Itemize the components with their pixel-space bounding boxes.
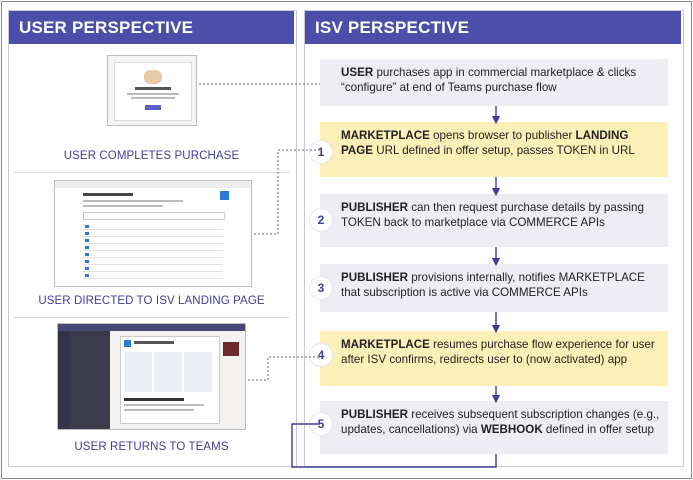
step-text-run: receives subsequent subscription changes… bbox=[341, 408, 660, 436]
step-number-1: 1 bbox=[310, 141, 332, 163]
step-text-run: provisions internally, notifies MARKETPL… bbox=[341, 271, 645, 299]
step-3: PUBLISHER provisions internally, notifie… bbox=[320, 264, 668, 312]
dotted-connector-landing bbox=[254, 149, 320, 235]
step-2: PUBLISHER can then request purchase deta… bbox=[320, 194, 668, 247]
step-text: PUBLISHER can then request purchase deta… bbox=[341, 200, 660, 230]
step-number-3: 3 bbox=[310, 277, 332, 299]
step-text-run: defined in offer setup bbox=[542, 423, 654, 436]
step-text: USER purchases app in commercial marketp… bbox=[341, 65, 660, 95]
step-number-2: 2 bbox=[310, 209, 332, 231]
dotted-connector-teams bbox=[248, 356, 320, 381]
step-text-bold: USER bbox=[341, 66, 374, 79]
user-perspective-header: USER PERSPECTIVE bbox=[9, 11, 294, 44]
step-5: PUBLISHER receives subsequent subscripti… bbox=[320, 401, 668, 454]
caption-user-returns-to-teams: USER RETURNS TO TEAMS bbox=[74, 441, 229, 453]
step-text-bold: MARKETPLACE bbox=[341, 129, 430, 142]
step-text-run: can then request purchase details by pas… bbox=[341, 201, 644, 229]
step-text-bold: PUBLISHER bbox=[341, 201, 408, 214]
step-1: MARKETPLACE opens browser to publisher L… bbox=[320, 122, 668, 177]
step-text-run: opens browser to publisher bbox=[429, 129, 576, 142]
step-number-4: 4 bbox=[310, 344, 332, 366]
step-text-run: purchases app in commercial marketplace … bbox=[341, 66, 637, 94]
step-text-run: URL defined in offer setup, passes TOKEN… bbox=[373, 144, 635, 157]
webhook-loop-line bbox=[291, 423, 497, 468]
step-text-bold: PUBLISHER bbox=[341, 271, 408, 284]
step-text-bold: LANDING PAGE bbox=[341, 129, 629, 157]
left-divider-1 bbox=[14, 172, 289, 173]
step-number-5: 5 bbox=[310, 413, 332, 435]
step-text: MARKETPLACE resumes purchase flow experi… bbox=[341, 337, 660, 367]
left-divider-2 bbox=[14, 317, 289, 318]
landing-page-screenshot bbox=[54, 180, 252, 287]
step-text-bold: MARKETPLACE bbox=[341, 338, 430, 351]
isv-perspective-header: ISV PERSPECTIVE bbox=[305, 11, 681, 44]
caption-user-completes-purchase: USER COMPLETES PURCHASE bbox=[63, 150, 240, 162]
purchase-screenshot bbox=[107, 55, 197, 126]
step-text: MARKETPLACE opens browser to publisher L… bbox=[341, 128, 660, 158]
step-text-bold: WEBHOOK bbox=[480, 423, 543, 436]
step-4: MARKETPLACE resumes purchase flow experi… bbox=[320, 331, 668, 386]
caption-user-directed-landing-page: USER DIRECTED TO ISV LANDING PAGE bbox=[38, 295, 265, 307]
step-text: PUBLISHER provisions internally, notifie… bbox=[341, 270, 660, 300]
teams-screenshot bbox=[57, 323, 246, 430]
step-text-run: resumes purchase flow experience for use… bbox=[341, 338, 655, 366]
step-text: PUBLISHER receives subsequent subscripti… bbox=[341, 407, 660, 437]
step-text-bold: PUBLISHER bbox=[341, 408, 408, 421]
step-user-purchase: USER purchases app in commercial marketp… bbox=[320, 59, 668, 106]
